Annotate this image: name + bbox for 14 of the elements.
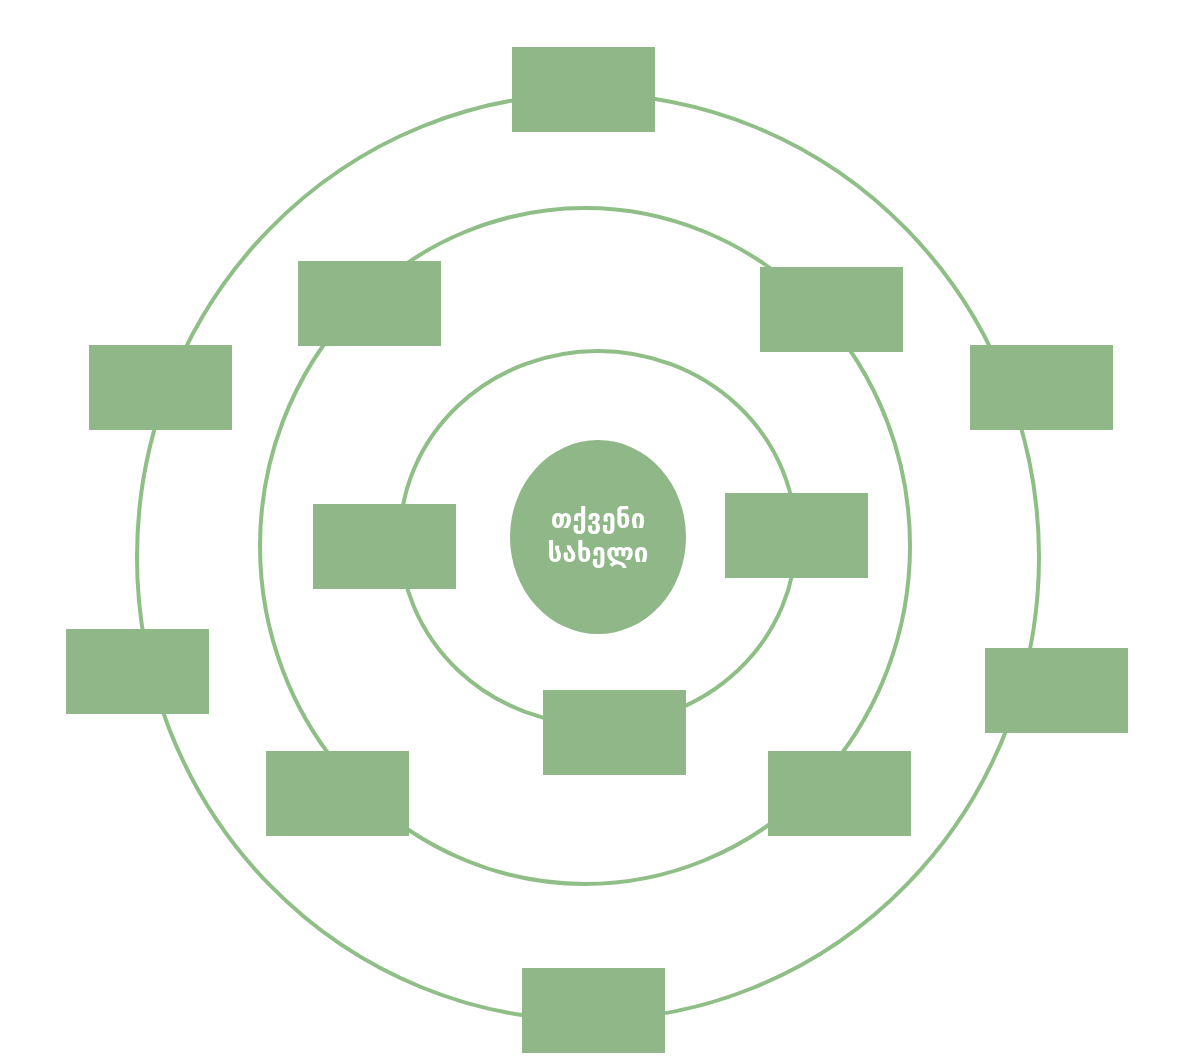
empty-box [298,261,441,346]
empty-box [725,493,868,578]
empty-box [522,968,665,1053]
empty-box [543,690,686,775]
empty-box [970,345,1113,430]
empty-box [66,629,209,714]
empty-box [768,751,911,836]
empty-box [266,751,409,836]
empty-box [512,47,655,132]
empty-box [985,648,1128,733]
empty-box [89,345,232,430]
center-label: თქვენი სახელი [546,503,650,570]
empty-box [313,504,456,589]
empty-box [760,267,903,352]
